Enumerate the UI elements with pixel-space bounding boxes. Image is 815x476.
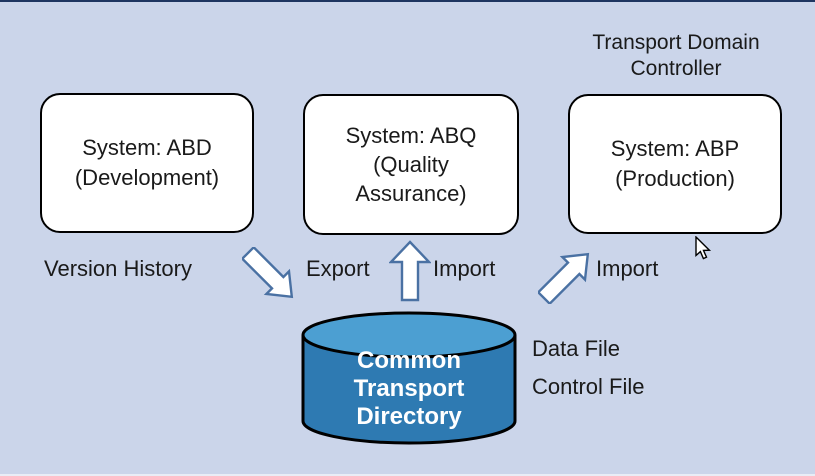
version-history-label: Version History: [44, 256, 192, 281]
top-edge-line: [0, 0, 815, 2]
export-label: Export: [306, 256, 370, 281]
system-box-abq: System: ABQ (Quality Assurance): [303, 94, 519, 235]
transport-directory-cylinder: [301, 311, 517, 445]
cylinder-line3: Directory: [356, 403, 462, 430]
transport-directory-label: Common Transport Directory: [300, 347, 518, 431]
cylinder-line1: Common: [357, 347, 461, 374]
control-file-label: Control File: [532, 374, 645, 399]
bottom-edge-line: [0, 474, 815, 476]
figure-title-line2: Controller: [630, 57, 722, 80]
system-box-abp: System: ABP (Production): [568, 94, 782, 234]
system-abd-line1: System: ABD: [82, 135, 212, 160]
system-abp-line2: (Production): [615, 166, 735, 191]
figure-title: Transport Domain Controller: [556, 30, 796, 82]
system-abq-line2: (Quality: [373, 152, 449, 177]
export-arrow-down-right-icon: [242, 247, 294, 299]
system-abq-line1: System: ABQ: [345, 123, 477, 148]
import-label-middle: Import: [433, 256, 496, 281]
data-file-label: Data File: [532, 336, 621, 361]
import-arrow-up-right-icon: [538, 252, 590, 304]
cylinder-line2: Transport: [353, 375, 465, 402]
import-arrow-up-icon: [389, 240, 431, 302]
system-abq-line3: Assurance): [355, 181, 467, 206]
mouse-cursor-icon: [695, 236, 712, 260]
import-label-right: Import: [596, 256, 659, 281]
system-abp-line1: System: ABP: [610, 136, 740, 161]
system-box-abd: System: ABD (Development): [40, 93, 254, 233]
figure-title-line1: Transport Domain: [592, 31, 760, 54]
system-abd-line2: (Development): [74, 165, 220, 190]
